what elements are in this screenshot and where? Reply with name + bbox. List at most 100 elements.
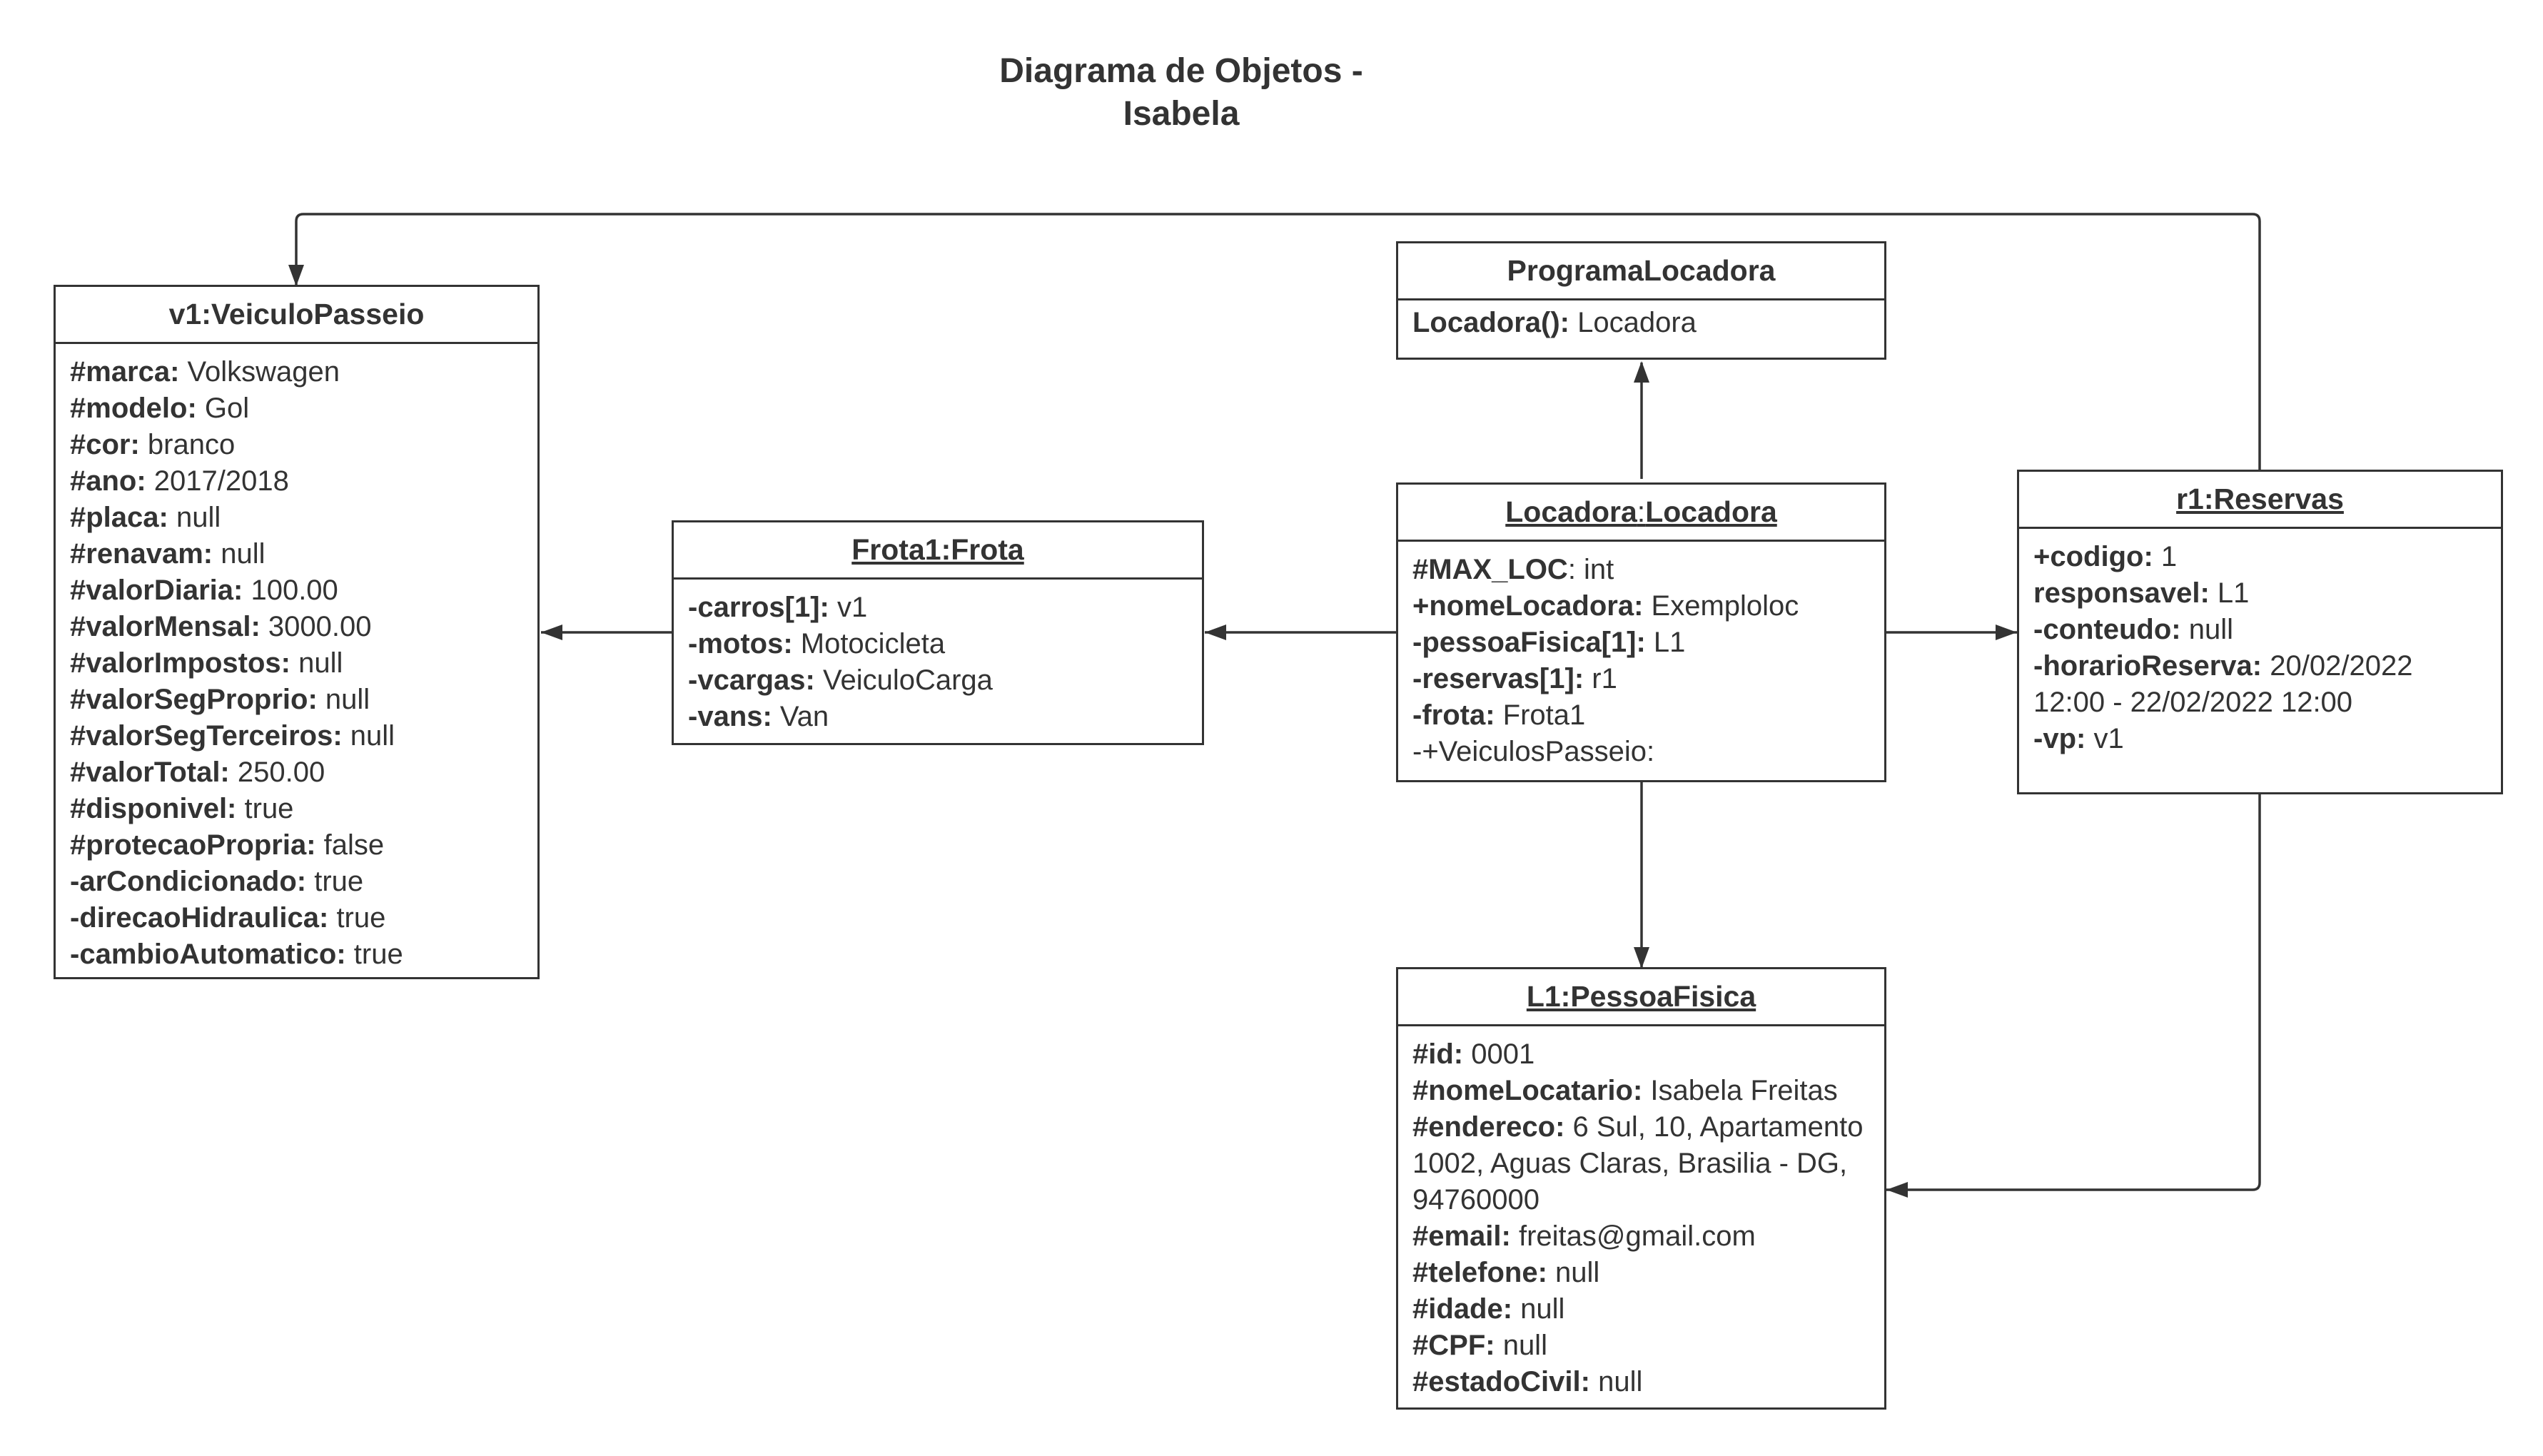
attribute-row: -reservas[1]: r1 xyxy=(1412,661,1871,697)
attribute-name: -reservas[1]: xyxy=(1412,663,1584,694)
attribute-value: Motocicleta xyxy=(792,628,946,659)
attribute-value: L1 xyxy=(2209,577,2250,609)
veiculo-passeio-attributes: #marca: Volkswagen#modelo: Gol#cor: bran… xyxy=(56,344,537,973)
attribute-name: -frota: xyxy=(1412,699,1495,731)
attribute-row: #valorImpostos: null xyxy=(70,645,525,682)
locadora-box[interactable]: Locadora:Locadora #MAX_LOC: int+nomeLoca… xyxy=(1396,482,1886,782)
frota-box[interactable]: Frota1:Frota -carros[1]: v1-motos: Motoc… xyxy=(672,520,1204,745)
attribute-row: +codigo: 1 xyxy=(2033,539,2488,575)
locadora-header-separator: : xyxy=(1637,495,1646,528)
attribute-name: -horarioReserva: xyxy=(2033,650,2263,682)
attribute-name: -vcargas: xyxy=(688,664,815,696)
pessoa-fisica-header-label: L1:PessoaFisica xyxy=(1526,980,1756,1013)
attribute-value: true xyxy=(328,902,386,934)
attribute-value: true xyxy=(306,866,364,897)
arrowhead-to-veiculo-left xyxy=(541,625,562,640)
attribute-value: v1 xyxy=(2086,723,2124,754)
attribute-row: -vans: Van xyxy=(688,699,1189,735)
attribute-row: #valorMensal: 3000.00 xyxy=(70,609,525,645)
veiculo-passeio-box[interactable]: v1:VeiculoPasseio #marca: Volkswagen#mod… xyxy=(54,285,540,979)
attribute-row: -vcargas: VeiculoCarga xyxy=(688,662,1189,699)
attribute-value: Gol xyxy=(196,393,250,424)
attribute-name: responsavel: xyxy=(2033,577,2210,609)
attribute-name: +codigo: xyxy=(2033,541,2153,572)
attribute-name: #valorSegProprio: xyxy=(70,684,318,715)
attribute-row: #valorDiaria: 100.00 xyxy=(70,572,525,609)
attribute-row: #valorTotal: 250.00 xyxy=(70,754,525,791)
attribute-name: #CPF: xyxy=(1412,1330,1495,1361)
attribute-name: #protecaoPropria: xyxy=(70,829,316,861)
attribute-row: -+VeiculosPasseio: xyxy=(1412,734,1871,770)
attribute-row: -direcaoHidraulica: true xyxy=(70,900,525,936)
attribute-name: #endereco: xyxy=(1412,1111,1565,1143)
attribute-name: #ano: xyxy=(70,465,146,497)
locadora-attributes: #MAX_LOC: int+nomeLocadora: Exemploloc-p… xyxy=(1398,542,1884,770)
attribute-name: -cambioAutomatico: xyxy=(70,939,346,970)
attribute-value: branco xyxy=(139,429,236,460)
attribute-value: true xyxy=(236,793,294,824)
attribute-row: Locadora(): Locadora xyxy=(1412,305,1871,341)
arrowhead-to-veiculo-top xyxy=(288,265,304,286)
attribute-value: 1 xyxy=(2153,541,2178,572)
attribute-value: 0001 xyxy=(1463,1038,1535,1070)
attribute-value: r1 xyxy=(1584,663,1617,694)
attribute-name: +nomeLocadora: xyxy=(1412,590,1644,622)
attribute-value: L1 xyxy=(1645,627,1686,658)
attribute-row: #MAX_LOC: int xyxy=(1412,552,1871,588)
attribute-row: -pessoaFisica[1]: L1 xyxy=(1412,625,1871,661)
attribute-row: +nomeLocadora: Exemploloc xyxy=(1412,588,1871,625)
attribute-name: #cor: xyxy=(70,429,140,460)
attribute-value: Volkswagen xyxy=(179,356,340,388)
attribute-value: null xyxy=(290,647,343,679)
attribute-value: 6 Sul, 10, Apartamento 1002, Aguas Clara… xyxy=(1412,1111,1864,1215)
attribute-name: -pessoaFisica[1]: xyxy=(1412,627,1646,658)
attribute-value: v1 xyxy=(829,592,868,623)
attribute-value: -+VeiculosPasseio: xyxy=(1412,736,1655,767)
attribute-value: : int xyxy=(1567,554,1614,585)
reservas-header-label: r1:Reservas xyxy=(2176,482,2344,515)
connector-reservas-to-veiculo xyxy=(295,213,2261,470)
pessoa-fisica-box[interactable]: L1:PessoaFisica #id: 0001#nomeLocatario:… xyxy=(1396,967,1886,1410)
attribute-row: -conteudo: null xyxy=(2033,612,2488,648)
attribute-value: null xyxy=(1512,1293,1565,1325)
attribute-name: Locadora(): xyxy=(1412,307,1569,338)
attribute-name: #MAX_LOC xyxy=(1412,554,1568,585)
programa-locadora-methods: Locadora(): Locadora xyxy=(1398,300,1884,341)
frota-header-label: Frota1:Frota xyxy=(851,533,1024,566)
attribute-name: -vans: xyxy=(688,701,772,732)
attribute-row: -motos: Motocicleta xyxy=(688,626,1189,662)
attribute-value: Frota1 xyxy=(1495,699,1586,731)
attribute-row: #telefone: null xyxy=(1412,1255,1871,1291)
attribute-value: null xyxy=(213,538,266,570)
attribute-name: #marca: xyxy=(70,356,180,388)
attribute-row: #disponivel: true xyxy=(70,791,525,827)
attribute-name: -conteudo: xyxy=(2033,614,2181,645)
attribute-row: #id: 0001 xyxy=(1412,1036,1871,1073)
arrowhead-to-frota xyxy=(1205,625,1226,640)
reservas-header: r1:Reservas xyxy=(2019,472,2501,529)
pessoa-fisica-attributes: #id: 0001#nomeLocatario: Isabela Freitas… xyxy=(1398,1026,1884,1400)
attribute-row: #cor: branco xyxy=(70,427,525,463)
arrowhead-to-reservas xyxy=(1996,625,2017,640)
attribute-name: #renavam: xyxy=(70,538,213,570)
attribute-name: -motos: xyxy=(688,628,793,659)
attribute-value: 3000.00 xyxy=(260,611,372,642)
attribute-row: -frota: Frota1 xyxy=(1412,697,1871,734)
attribute-value: Isabela Freitas xyxy=(1642,1075,1838,1106)
attribute-row: -vp: v1 xyxy=(2033,721,2488,757)
pessoa-fisica-header: L1:PessoaFisica xyxy=(1398,969,1884,1026)
attribute-value: VeiculoCarga xyxy=(814,664,993,696)
programa-locadora-box[interactable]: ProgramaLocadora Locadora(): Locadora xyxy=(1396,241,1886,360)
attribute-value: Exemploloc xyxy=(1643,590,1799,622)
frota-attributes: -carros[1]: v1-motos: Motocicleta-vcarga… xyxy=(674,580,1202,735)
attribute-value: true xyxy=(345,939,403,970)
attribute-row: -horarioReserva: 20/02/2022 12:00 - 22/0… xyxy=(2033,648,2488,721)
attribute-value: 100.00 xyxy=(243,575,338,606)
attribute-value: 2017/2018 xyxy=(146,465,289,497)
attribute-row: #email: freitas@gmail.com xyxy=(1412,1218,1871,1255)
attribute-row: -cambioAutomatico: true xyxy=(70,936,525,973)
attribute-row: -carros[1]: v1 xyxy=(688,590,1189,626)
